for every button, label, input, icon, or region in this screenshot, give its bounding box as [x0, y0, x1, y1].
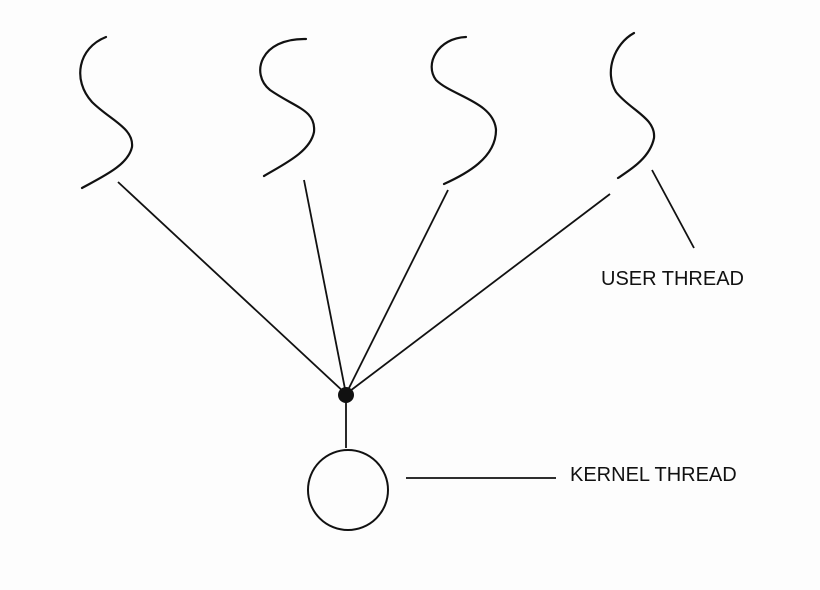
- connector-line-3: [345, 189, 449, 395]
- user-thread-3: [430, 35, 498, 186]
- user-thread-4: [609, 31, 656, 180]
- user-thread-label: USER THREAD: [601, 268, 744, 290]
- user-thread-1: [79, 35, 134, 190]
- user-thread-2: [259, 37, 316, 178]
- user-thread-callout-line: [651, 169, 695, 249]
- kernel-thread-label: KERNEL THREAD: [570, 464, 737, 486]
- connector-line-1: [117, 181, 347, 395]
- junction-dot: [338, 387, 354, 403]
- connector-line-4: [345, 193, 611, 395]
- connector-line-2: [303, 179, 347, 395]
- kernel-thread-circle: [307, 449, 389, 531]
